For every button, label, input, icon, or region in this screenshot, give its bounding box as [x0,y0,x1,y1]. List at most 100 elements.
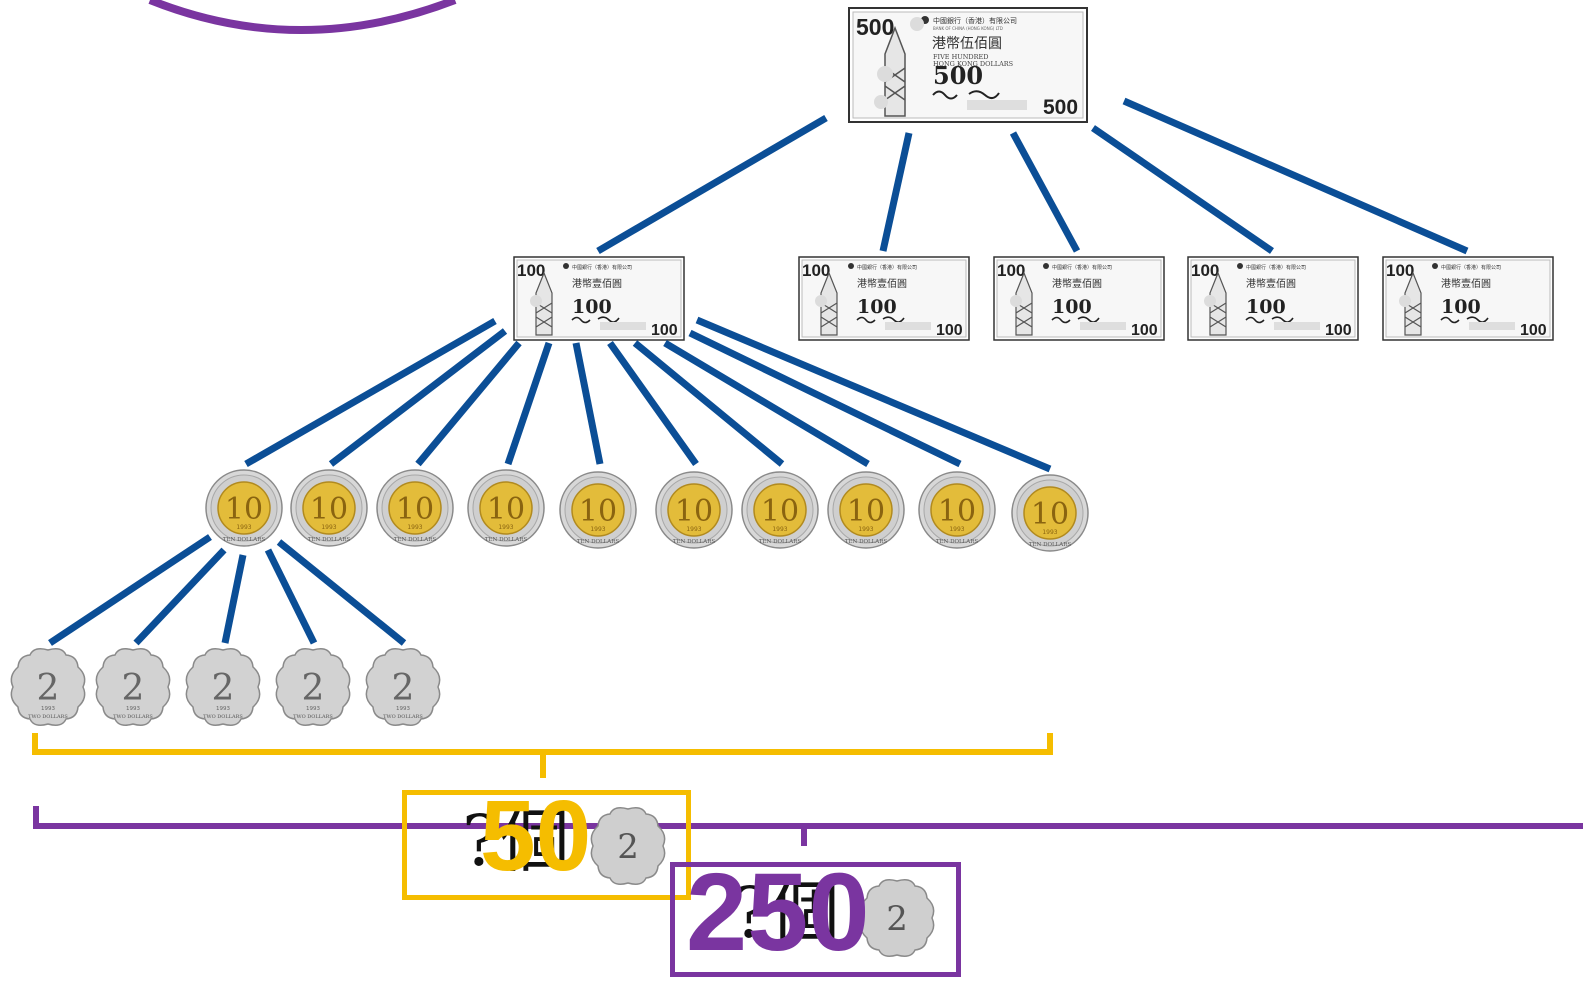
bank-tower-icon [1404,271,1422,336]
signature-icon [932,90,1000,100]
coin-gold-center [667,483,721,537]
coin-inscription: TEN DOLLARS [308,537,351,543]
bill-bank-name: 中國銀行（香港）有限公司 [857,264,917,271]
coin-value: 10 [675,494,713,529]
coin-year: 1993 [216,706,230,712]
bill-value-top-left: 500 [856,14,894,40]
flower-icon [910,17,924,31]
flower-icon [1010,295,1022,307]
coin-value: 2 [212,668,235,709]
signature-icon [1051,316,1100,324]
connector-line [695,316,1052,473]
connector-line [415,340,522,467]
coin-scallop [275,648,351,726]
connector-line [328,328,508,467]
yellow-question-label: ?個 [462,800,570,882]
coin-inscription: TEN DOLLARS [1029,542,1072,548]
bill-title: 港幣伍佰圓 [932,36,1002,52]
bill-value-bottom-right: 100 [936,322,963,339]
connector-line [572,342,604,465]
purple-question-label: ?個 [732,872,840,954]
bill-value-top-left: 100 [1191,261,1219,280]
bill-value-center: 500 [933,61,983,90]
coin-gold-center [217,481,271,535]
coin-value: 2 [617,827,639,867]
coin-value: 10 [225,492,263,527]
connector-line [1091,125,1274,254]
flower-icon [1204,295,1216,307]
purple-bracket [33,806,1583,846]
purple-arc [148,0,457,34]
coin-year: 1993 [396,706,410,712]
coin-inscription: TEN DOLLARS [394,537,437,543]
coin-gold-center [930,483,984,537]
signature-icon [856,316,905,324]
bill-bank-name: 中國銀行（香港）有限公司 [933,16,1017,25]
bill-value-top-left: 100 [802,261,830,280]
connector-line [688,329,962,468]
coin-gold-center [1023,486,1077,540]
bank-emblem-icon [1043,263,1049,269]
bank-emblem-icon [848,263,854,269]
coin-value: 10 [396,492,434,527]
coin-value: 10 [761,494,799,529]
flower-icon [530,295,542,307]
coin-value: 10 [579,494,617,529]
flower-icon [815,295,827,307]
coin-gold-center [302,481,356,535]
connector-line [1122,97,1469,255]
flower-icon [877,66,893,82]
connector-line [879,132,913,252]
connector-line [221,554,247,644]
bank-tower-icon [1209,271,1227,336]
yellow-bracket [32,733,1053,778]
coin-inscription: TWO DOLLARS [383,714,423,720]
coin-inscription: TWO DOLLARS [293,714,333,720]
bill-value-top-left: 100 [1386,261,1414,280]
coin-inscription: TWO DOLLARS [203,714,243,720]
coin-value: 2 [302,668,325,709]
connector-line [596,114,828,255]
bill-title: 港幣壹佰圓 [1052,277,1102,290]
bill-value-bottom-right: 100 [1325,322,1352,339]
coin-inscription: TEN DOLLARS [577,539,620,545]
coin-year: 1993 [858,526,873,533]
coin-inscription: TEN DOLLARS [485,537,528,543]
coin-scallop [185,648,261,726]
bill-title: 港幣壹佰圓 [572,277,622,290]
connector-line [48,534,212,646]
bill-value-bottom-right: 500 [1043,96,1078,119]
signature-icon [571,316,620,324]
coin-scallop [365,648,441,726]
connector-line [504,341,553,466]
bank-emblem-icon [563,263,569,269]
coin-year: 1993 [772,526,787,533]
coin-scallop [95,648,171,726]
coin-inscription: TEN DOLLARS [845,539,888,545]
bill-value-center: 100 [572,296,612,318]
coin-value: 10 [1031,497,1069,532]
coin-year: 1993 [306,706,320,712]
bill-hologram-strip [885,322,931,330]
five-hundred-bill: 500 中國銀行（香港）有限公司 BANK OF CHINA (HONG KON… [848,7,1088,123]
bill-hologram-strip [1080,322,1126,330]
connector-line [244,317,497,468]
coin-value: 10 [938,494,976,529]
coin-year: 1993 [126,706,140,712]
bill-value-center: 100 [1052,296,1092,318]
flower-icon [874,95,888,109]
connectors-100-to-10 [244,316,1052,473]
